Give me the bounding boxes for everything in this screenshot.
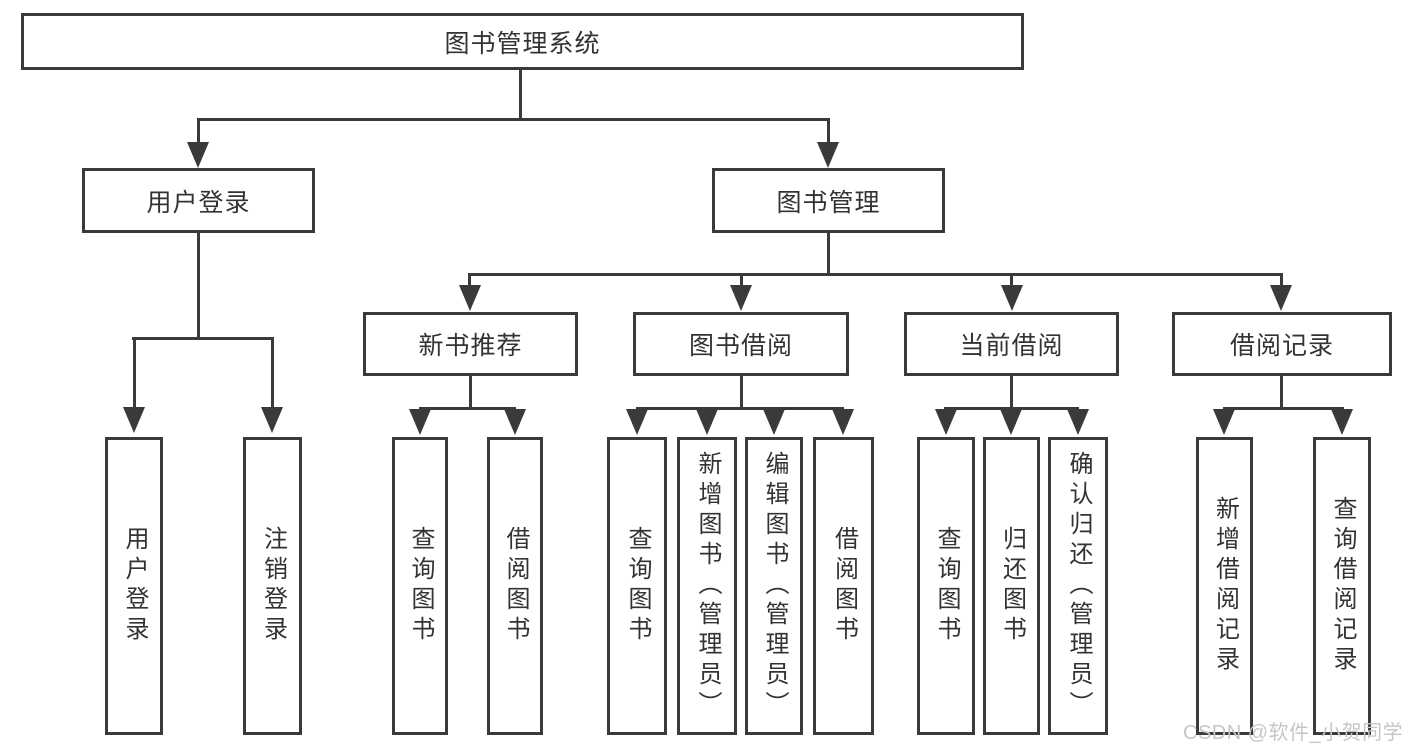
arrow-down-icon [1213, 409, 1235, 435]
connector-leaf-shaft [133, 337, 136, 409]
leaf-borrow-book: 借阅图书 [487, 437, 543, 735]
connector-book-mgmt-rail [469, 273, 1283, 276]
arrow-down-icon [1270, 285, 1292, 311]
connector-root-stem [519, 70, 522, 118]
arrow-down-icon [763, 409, 785, 435]
node-new-book-rec-label: 新书推荐 [418, 332, 523, 360]
arrow-down-icon [817, 142, 839, 168]
leaf-label: 编辑图书（管理员） [761, 451, 788, 721]
arrow-down-icon [832, 409, 854, 435]
node-new-book-rec: 新书推荐 [363, 312, 578, 376]
connector-module-shaft [468, 273, 471, 287]
connector-current-rail [944, 407, 1079, 410]
node-current-borrow-label: 当前借阅 [959, 332, 1064, 360]
connector-current-stem [1010, 376, 1013, 407]
connector-module-shaft [1010, 273, 1013, 287]
connector-borrow-rail [636, 407, 844, 410]
connector-book-mgmt-shaft [827, 118, 830, 144]
leaf-label: 查询图书 [624, 526, 651, 646]
leaf-query-book: 查询图书 [607, 437, 667, 735]
arrow-down-icon [626, 409, 648, 435]
connector-user-login-shaft [197, 118, 200, 144]
leaf-label: 查询借阅记录 [1329, 496, 1356, 676]
connector-borrow-stem [740, 376, 743, 407]
leaf-label: 归还图书 [998, 526, 1026, 646]
arrow-down-icon [1331, 409, 1353, 435]
arrow-down-icon [935, 409, 957, 435]
leaf-label: 查询图书 [933, 526, 960, 646]
connector-leaf-shaft [271, 337, 274, 409]
leaf-user-login: 用户登录 [105, 437, 163, 735]
leaf-borrow-book: 借阅图书 [813, 437, 874, 735]
arrow-down-icon [696, 409, 718, 435]
leaf-logout: 注销登录 [243, 437, 302, 735]
node-current-borrow: 当前借阅 [904, 312, 1119, 376]
connector-root-rail [197, 118, 830, 121]
node-user-login: 用户登录 [82, 168, 315, 233]
leaf-return-book: 归还图书 [983, 437, 1040, 735]
connector-record-rail [1223, 407, 1344, 410]
leaf-label: 确认归还（管理员） [1065, 451, 1092, 721]
connector-user-login-stem [197, 233, 200, 337]
leaf-query-book: 查询图书 [392, 437, 448, 735]
connector-new-book-rail [419, 407, 516, 410]
leaf-label: 新增借阅记录 [1211, 496, 1239, 676]
node-book-borrow: 图书借阅 [633, 312, 849, 376]
arrow-down-icon [409, 409, 431, 435]
node-root-library-system: 图书管理系统 [21, 13, 1024, 70]
leaf-label: 查询图书 [407, 526, 434, 646]
leaf-edit-book-admin: 编辑图书（管理员） [745, 437, 803, 735]
leaf-query-borrow-record: 查询借阅记录 [1313, 437, 1371, 735]
arrow-down-icon [123, 407, 145, 433]
node-book-mgmt-label: 图书管理 [776, 188, 881, 217]
leaf-label: 用户登录 [121, 526, 148, 646]
node-user-login-label: 用户登录 [146, 188, 251, 217]
leaf-add-borrow-record: 新增借阅记录 [1196, 437, 1253, 735]
arrow-down-icon [187, 142, 209, 168]
leaf-label: 借阅图书 [502, 526, 529, 646]
leaf-label: 新增图书（管理员） [694, 451, 721, 721]
arrow-down-icon [459, 285, 481, 311]
connector-user-login-rail [132, 337, 273, 340]
arrow-down-icon [504, 409, 526, 435]
connector-module-shaft [1280, 273, 1283, 287]
arrow-down-icon [730, 285, 752, 311]
arrow-down-icon [1000, 409, 1022, 435]
leaf-add-book-admin: 新增图书（管理员） [677, 437, 737, 735]
connector-new-book-stem [469, 376, 472, 407]
node-book-mgmt: 图书管理 [712, 168, 945, 233]
node-root-label: 图书管理系统 [444, 29, 601, 58]
leaf-confirm-return-admin: 确认归还（管理员） [1048, 437, 1108, 735]
connector-module-shaft [740, 273, 743, 287]
node-borrow-record-label: 借阅记录 [1229, 332, 1334, 360]
node-book-borrow-label: 图书借阅 [688, 332, 793, 360]
leaf-query-book: 查询图书 [917, 437, 975, 735]
leaf-label: 借阅图书 [830, 526, 858, 646]
watermark: CSDN @软件_小贺同学 [1183, 722, 1404, 744]
node-borrow-record: 借阅记录 [1172, 312, 1392, 376]
arrow-down-icon [261, 407, 283, 433]
connector-record-stem [1280, 376, 1283, 407]
arrow-down-icon [1001, 285, 1023, 311]
leaf-label: 注销登录 [259, 526, 287, 646]
arrow-down-icon [1067, 409, 1089, 435]
connector-book-mgmt-stem [827, 233, 830, 273]
